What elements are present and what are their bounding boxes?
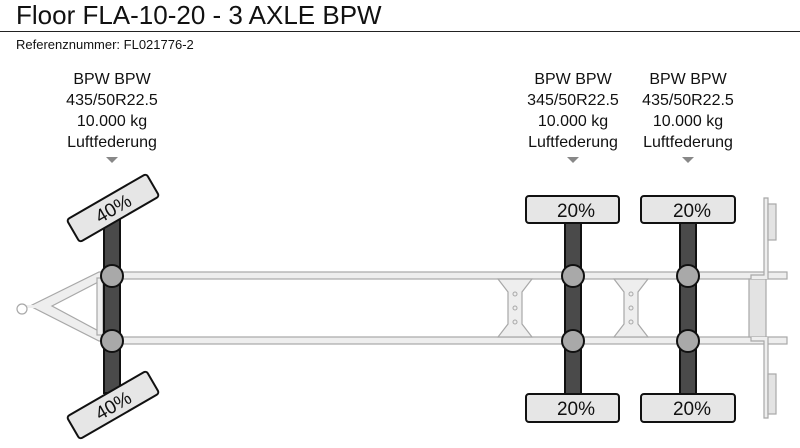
load-label-top: 20% (525, 195, 620, 224)
cross-member-holes (512, 291, 634, 325)
axle-spec-2: BPW BPW 345/50R22.5 10.000 kg Luftfederu… (508, 69, 638, 153)
load-percent: 20% (557, 399, 595, 420)
axle-3: 20% 20% (640, 195, 736, 423)
wheel-hub (676, 264, 700, 288)
axle-load: 10.000 kg (652, 113, 724, 130)
reference-number: Referenznummer: FL021776-2 (16, 37, 194, 52)
load-label-bottom: 20% (525, 393, 620, 423)
axle-tire: 345/50R22.5 (527, 92, 619, 109)
chassis-frame (102, 197, 788, 419)
axle-tire: 435/50R22.5 (642, 92, 734, 109)
axle-spec-3: BPW BPW 435/50R22.5 10.000 kg Luftfederu… (623, 69, 753, 153)
drawbar (16, 271, 107, 342)
axle-load: 10.000 kg (76, 113, 148, 130)
axle-brand: BPW BPW (73, 71, 151, 88)
axle-suspension: Luftfederung (528, 134, 618, 151)
load-percent: 20% (557, 201, 595, 222)
wheel-hub (100, 264, 124, 288)
load-label-bottom: 20% (640, 393, 736, 423)
load-percent: 20% (673, 201, 711, 222)
load-percent: 20% (673, 399, 711, 420)
page-title: Floor FLA-10-20 - 3 AXLE BPW (16, 0, 382, 30)
arrow-down-icon (106, 157, 118, 163)
wheel-hub (561, 264, 585, 288)
axle-suspension: Luftfederung (643, 134, 733, 151)
title-divider (0, 31, 800, 32)
axle-load: 10.000 kg (537, 113, 609, 130)
load-label-top: 20% (640, 195, 736, 224)
axle-2: 20% 20% (525, 195, 620, 423)
wheel-hub (676, 329, 700, 353)
arrow-down-icon (682, 157, 694, 163)
wheel-hub (561, 329, 585, 353)
axle-brand: BPW BPW (534, 71, 612, 88)
axle-1: 40% 40% (66, 173, 160, 440)
wheel-hub (100, 329, 124, 353)
axle-spec-1: BPW BPW 435/50R22.5 10.000 kg Luftfederu… (47, 69, 177, 153)
axle-tire: 435/50R22.5 (66, 92, 158, 109)
axle-brand: BPW BPW (649, 71, 727, 88)
arrow-down-icon (567, 157, 579, 163)
axle-suspension: Luftfederung (67, 134, 157, 151)
